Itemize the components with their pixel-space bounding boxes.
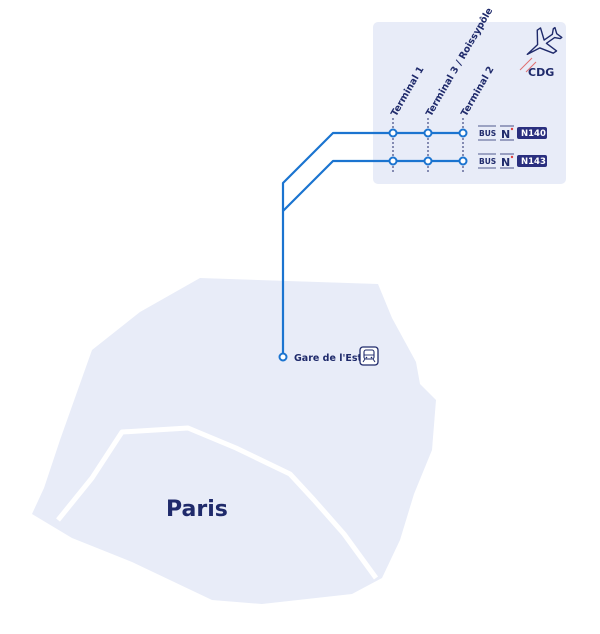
stop-t2-n140 [458,128,468,138]
seine-divider [56,425,379,580]
route-line-n143 [282,159,463,212]
airport-code: CDG [528,66,554,79]
airport-panel [373,22,566,184]
noctilien-logo: N [501,128,510,141]
bus-mode-label: BUS [479,129,496,138]
stop-t1-n140 [388,128,398,138]
bus-mode-label: BUS [479,157,496,166]
route-line-n140 [281,131,463,357]
paris-area [32,278,436,604]
noctilien-star [510,127,514,131]
stop-t1-n143 [388,156,398,166]
stop-markers [278,128,468,362]
noctilien-star [510,155,514,159]
stop-t2-n143 [458,156,468,166]
airplane-trail [519,57,537,73]
line-number-badge [517,127,547,139]
train-icon [359,346,379,366]
stop-t3-n143 [423,156,433,166]
station-label: Gare de l'Est [294,353,363,364]
noctilien-logo: N [501,156,510,169]
stop-t3-n140 [423,128,433,138]
route-badge-n143: BUS N N143 [478,153,547,169]
route-badge-n140: BUS N N140 [478,125,547,141]
line-number: N143 [521,157,546,167]
airplane-icon [526,26,563,56]
route-lines [281,131,463,357]
line-number-badge [517,155,547,167]
city-label: Paris [166,497,228,522]
stop-gare-de-l-est [278,352,288,362]
line-number: N140 [521,129,546,139]
